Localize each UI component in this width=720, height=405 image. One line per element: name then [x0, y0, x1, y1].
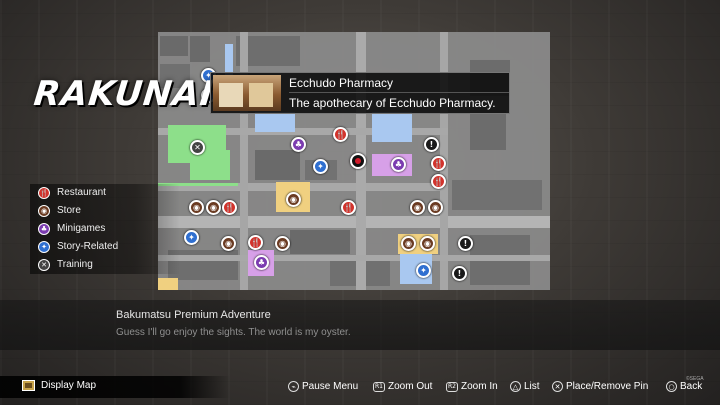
store-pin[interactable]: ◉	[206, 200, 221, 215]
hint-place-remove-pin[interactable]: ✕ Place/Remove Pin	[552, 381, 648, 392]
store-pin[interactable]: ◉	[275, 236, 290, 251]
legend-label: Store	[57, 205, 81, 217]
map-legend: 🍴 Restaurant ◉ Store ♣ Minigames ✦ Story…	[30, 184, 180, 274]
restaurant-pin[interactable]: 🍴	[341, 200, 356, 215]
legend-item-story-related[interactable]: ✦ Story-Related	[30, 238, 180, 256]
bottom-bar	[0, 376, 720, 398]
hint-label: Place/Remove Pin	[566, 381, 649, 392]
training-icon: ✕	[38, 258, 50, 271]
objective-title: Bakumatsu Premium Adventure	[116, 309, 271, 321]
legend-label: Minigames	[57, 223, 106, 235]
legend-label: Story-Related	[57, 241, 119, 253]
minigame-icon: ♣	[38, 222, 50, 235]
quest-pin[interactable]: !	[424, 137, 439, 152]
restaurant-icon: 🍴	[38, 186, 50, 199]
minigame-pin[interactable]: ♣	[291, 137, 306, 152]
objective-text: Guess I'll go enjoy the sights. The worl…	[116, 327, 351, 338]
legend-label: Restaurant	[57, 187, 106, 199]
restaurant-pin[interactable]: 🍴	[333, 127, 348, 142]
legend-item-minigames[interactable]: ♣ Minigames	[30, 220, 180, 238]
location-thumbnail	[213, 75, 281, 111]
location-tooltip: Ecchudo Pharmacy The apothecary of Ecchu…	[210, 72, 510, 114]
hint-list[interactable]: △ List	[510, 381, 540, 392]
store-pin[interactable]: ◉	[420, 236, 435, 251]
restaurant-pin[interactable]: 🍴	[431, 156, 446, 171]
location-description: The apothecary of Ecchudo Pharmacy.	[289, 95, 496, 110]
r1-button-icon: R1	[373, 381, 385, 392]
minigame-pin[interactable]: ♣	[254, 255, 269, 270]
player-location-marker[interactable]	[350, 153, 366, 169]
publisher-mark: ©SEGA	[686, 376, 704, 382]
hint-label: Zoom Out	[388, 381, 433, 392]
store-pin[interactable]: ◉	[428, 200, 443, 215]
hint-label: Pause Menu	[302, 381, 359, 392]
restaurant-pin[interactable]: 🍴	[431, 174, 446, 189]
hint-zoom-out[interactable]: R1 Zoom Out	[373, 381, 432, 392]
location-name: Ecchudo Pharmacy	[289, 74, 509, 93]
story-pin[interactable]: ✦	[416, 263, 431, 278]
circle-button-icon: ○	[666, 381, 677, 392]
story-pin[interactable]: ✦	[184, 230, 199, 245]
display-map-label: Display Map	[41, 380, 97, 391]
region-title: RAKUNAI	[31, 74, 216, 114]
hint-back[interactable]: ○ Back	[666, 381, 702, 392]
restaurant-pin[interactable]: 🍴	[222, 200, 237, 215]
quest-pin[interactable]: !	[458, 236, 473, 251]
legend-item-restaurant[interactable]: 🍴 Restaurant	[30, 184, 180, 202]
store-icon: ◉	[38, 204, 50, 217]
touchpad-button-icon: ⌁	[288, 381, 299, 392]
hint-label: Zoom In	[461, 381, 498, 392]
display-map-button[interactable]: Display Map	[22, 380, 96, 391]
store-pin[interactable]: ◉	[401, 236, 416, 251]
map-icon	[22, 380, 35, 391]
legend-label: Training	[57, 259, 93, 271]
quest-pin[interactable]: !	[452, 266, 467, 281]
hint-pause-menu[interactable]: ⌁ Pause Menu	[288, 381, 358, 392]
info-panel	[0, 300, 720, 350]
r2-button-icon: R2	[446, 381, 458, 392]
store-pin[interactable]: ◉	[221, 236, 236, 251]
training-pin[interactable]: ✕	[190, 140, 205, 155]
hint-zoom-in[interactable]: R2 Zoom In	[446, 381, 498, 392]
store-pin[interactable]: ◉	[189, 200, 204, 215]
legend-item-store[interactable]: ◉ Store	[30, 202, 180, 220]
store-pin[interactable]: ◉	[286, 192, 301, 207]
cross-button-icon: ✕	[552, 381, 563, 392]
hint-label: List	[524, 381, 540, 392]
store-pin[interactable]: ◉	[410, 200, 425, 215]
triangle-button-icon: △	[510, 381, 521, 392]
story-icon: ✦	[38, 240, 50, 253]
legend-item-training[interactable]: ✕ Training	[30, 256, 180, 274]
story-pin[interactable]: ✦	[313, 159, 328, 174]
minigame-pin[interactable]: ♣	[391, 157, 406, 172]
hint-label: Back	[680, 381, 703, 392]
restaurant-pin[interactable]: 🍴	[248, 235, 263, 250]
